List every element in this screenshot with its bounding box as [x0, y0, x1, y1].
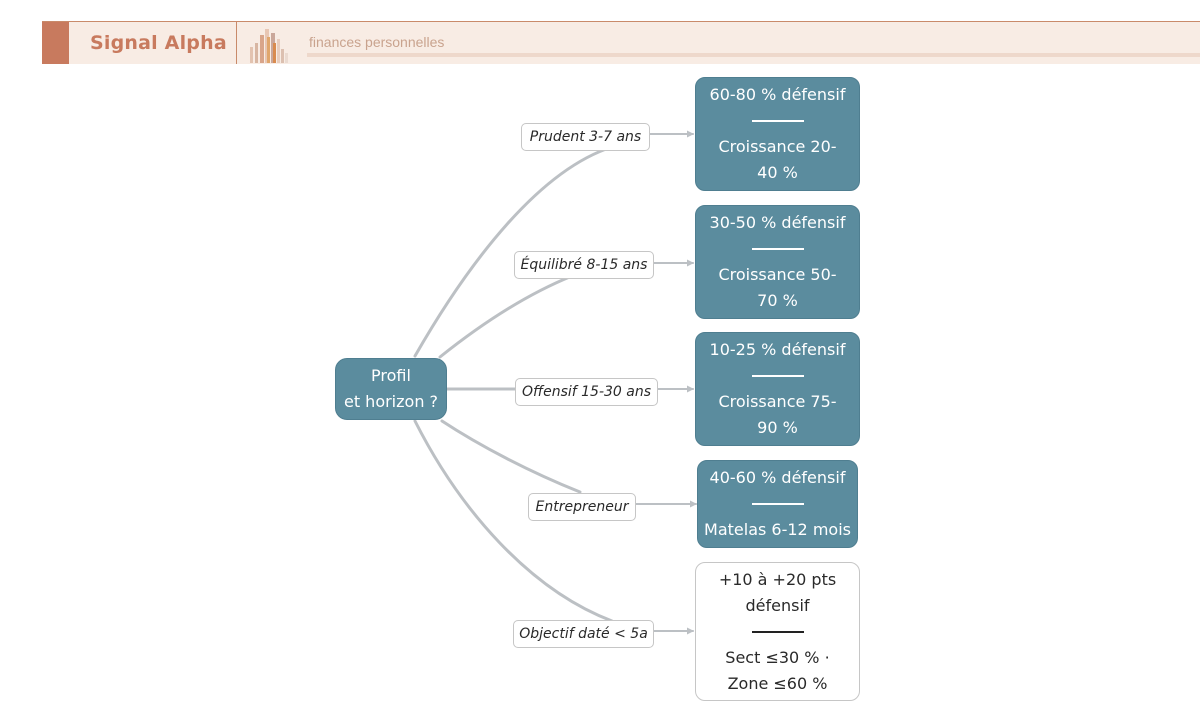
outcome-line: 10-25 % défensif	[709, 340, 846, 359]
edge-label-offensif[interactable]: Offensif 15-30 ans	[515, 378, 658, 406]
outcome-node-entrepreneur[interactable]: 40-60 % défensif Matelas 6-12 mois	[697, 460, 858, 548]
outcome-line: Croissance 20-	[718, 137, 837, 156]
connector-entrepreneur	[440, 419, 582, 494]
outcome-separator	[751, 120, 804, 122]
outcome-separator	[751, 375, 804, 377]
edge-label-prudent[interactable]: Prudent 3-7 ans	[521, 123, 650, 151]
outcome-line: défensif	[745, 595, 810, 615]
outcome-line: 70 %	[757, 291, 798, 310]
site-subtitle: finances personnelles	[309, 34, 445, 50]
outcome-line: Sect ≤30 % ·	[725, 647, 830, 667]
outcome-line: 60-80 % défensif	[709, 85, 846, 104]
outcome-separator	[751, 248, 804, 250]
header-underline	[307, 53, 1200, 57]
header-accent-block	[42, 22, 69, 64]
outcome-line: 90 %	[757, 418, 798, 437]
outcome-node-objectif[interactable]: +10 à +20 pts défensif Sect ≤30 % · Zone…	[695, 562, 860, 701]
outcome-line: Matelas 6-12 mois	[704, 520, 851, 539]
outcome-line: 40 %	[757, 163, 798, 182]
outcome-line: Croissance 75-	[718, 392, 837, 411]
outcome-node-equilibre[interactable]: 30-50 % défensif Croissance 50- 70 %	[695, 205, 860, 319]
outcome-line: Zone ≤60 %	[727, 673, 828, 693]
outcome-line: Croissance 50-	[718, 265, 837, 284]
root-node-profil-horizon[interactable]: Profil et horizon ?	[335, 358, 447, 420]
root-node-line2: et horizon ?	[343, 392, 439, 411]
outcome-separator	[751, 503, 804, 505]
connector-prudent	[413, 145, 614, 358]
connector-objectif	[413, 419, 614, 623]
outcome-line: 30-50 % défensif	[709, 213, 846, 232]
outcome-line: 40-60 % défensif	[709, 468, 846, 487]
site-title[interactable]: Signal Alpha	[90, 32, 227, 54]
header-bar: Signal Alpha finances personnelles	[42, 21, 1200, 64]
outcome-node-offensif[interactable]: 10-25 % défensif Croissance 75- 90 %	[695, 332, 860, 446]
outcome-separator	[751, 630, 804, 633]
header-divider	[236, 22, 237, 64]
connector-equilibre	[438, 274, 574, 359]
root-node-line1: Profil	[371, 366, 411, 385]
edge-label-entrepreneur[interactable]: Entrepreneur	[528, 493, 636, 521]
outcome-line: +10 à +20 pts	[718, 569, 837, 589]
bar-chart-logo-icon	[250, 29, 288, 63]
outcome-node-prudent[interactable]: 60-80 % défensif Croissance 20- 40 %	[695, 77, 860, 191]
edge-label-objectif[interactable]: Objectif daté < 5a	[513, 620, 654, 648]
edge-label-equilibre[interactable]: Équilibré 8-15 ans	[514, 251, 654, 279]
